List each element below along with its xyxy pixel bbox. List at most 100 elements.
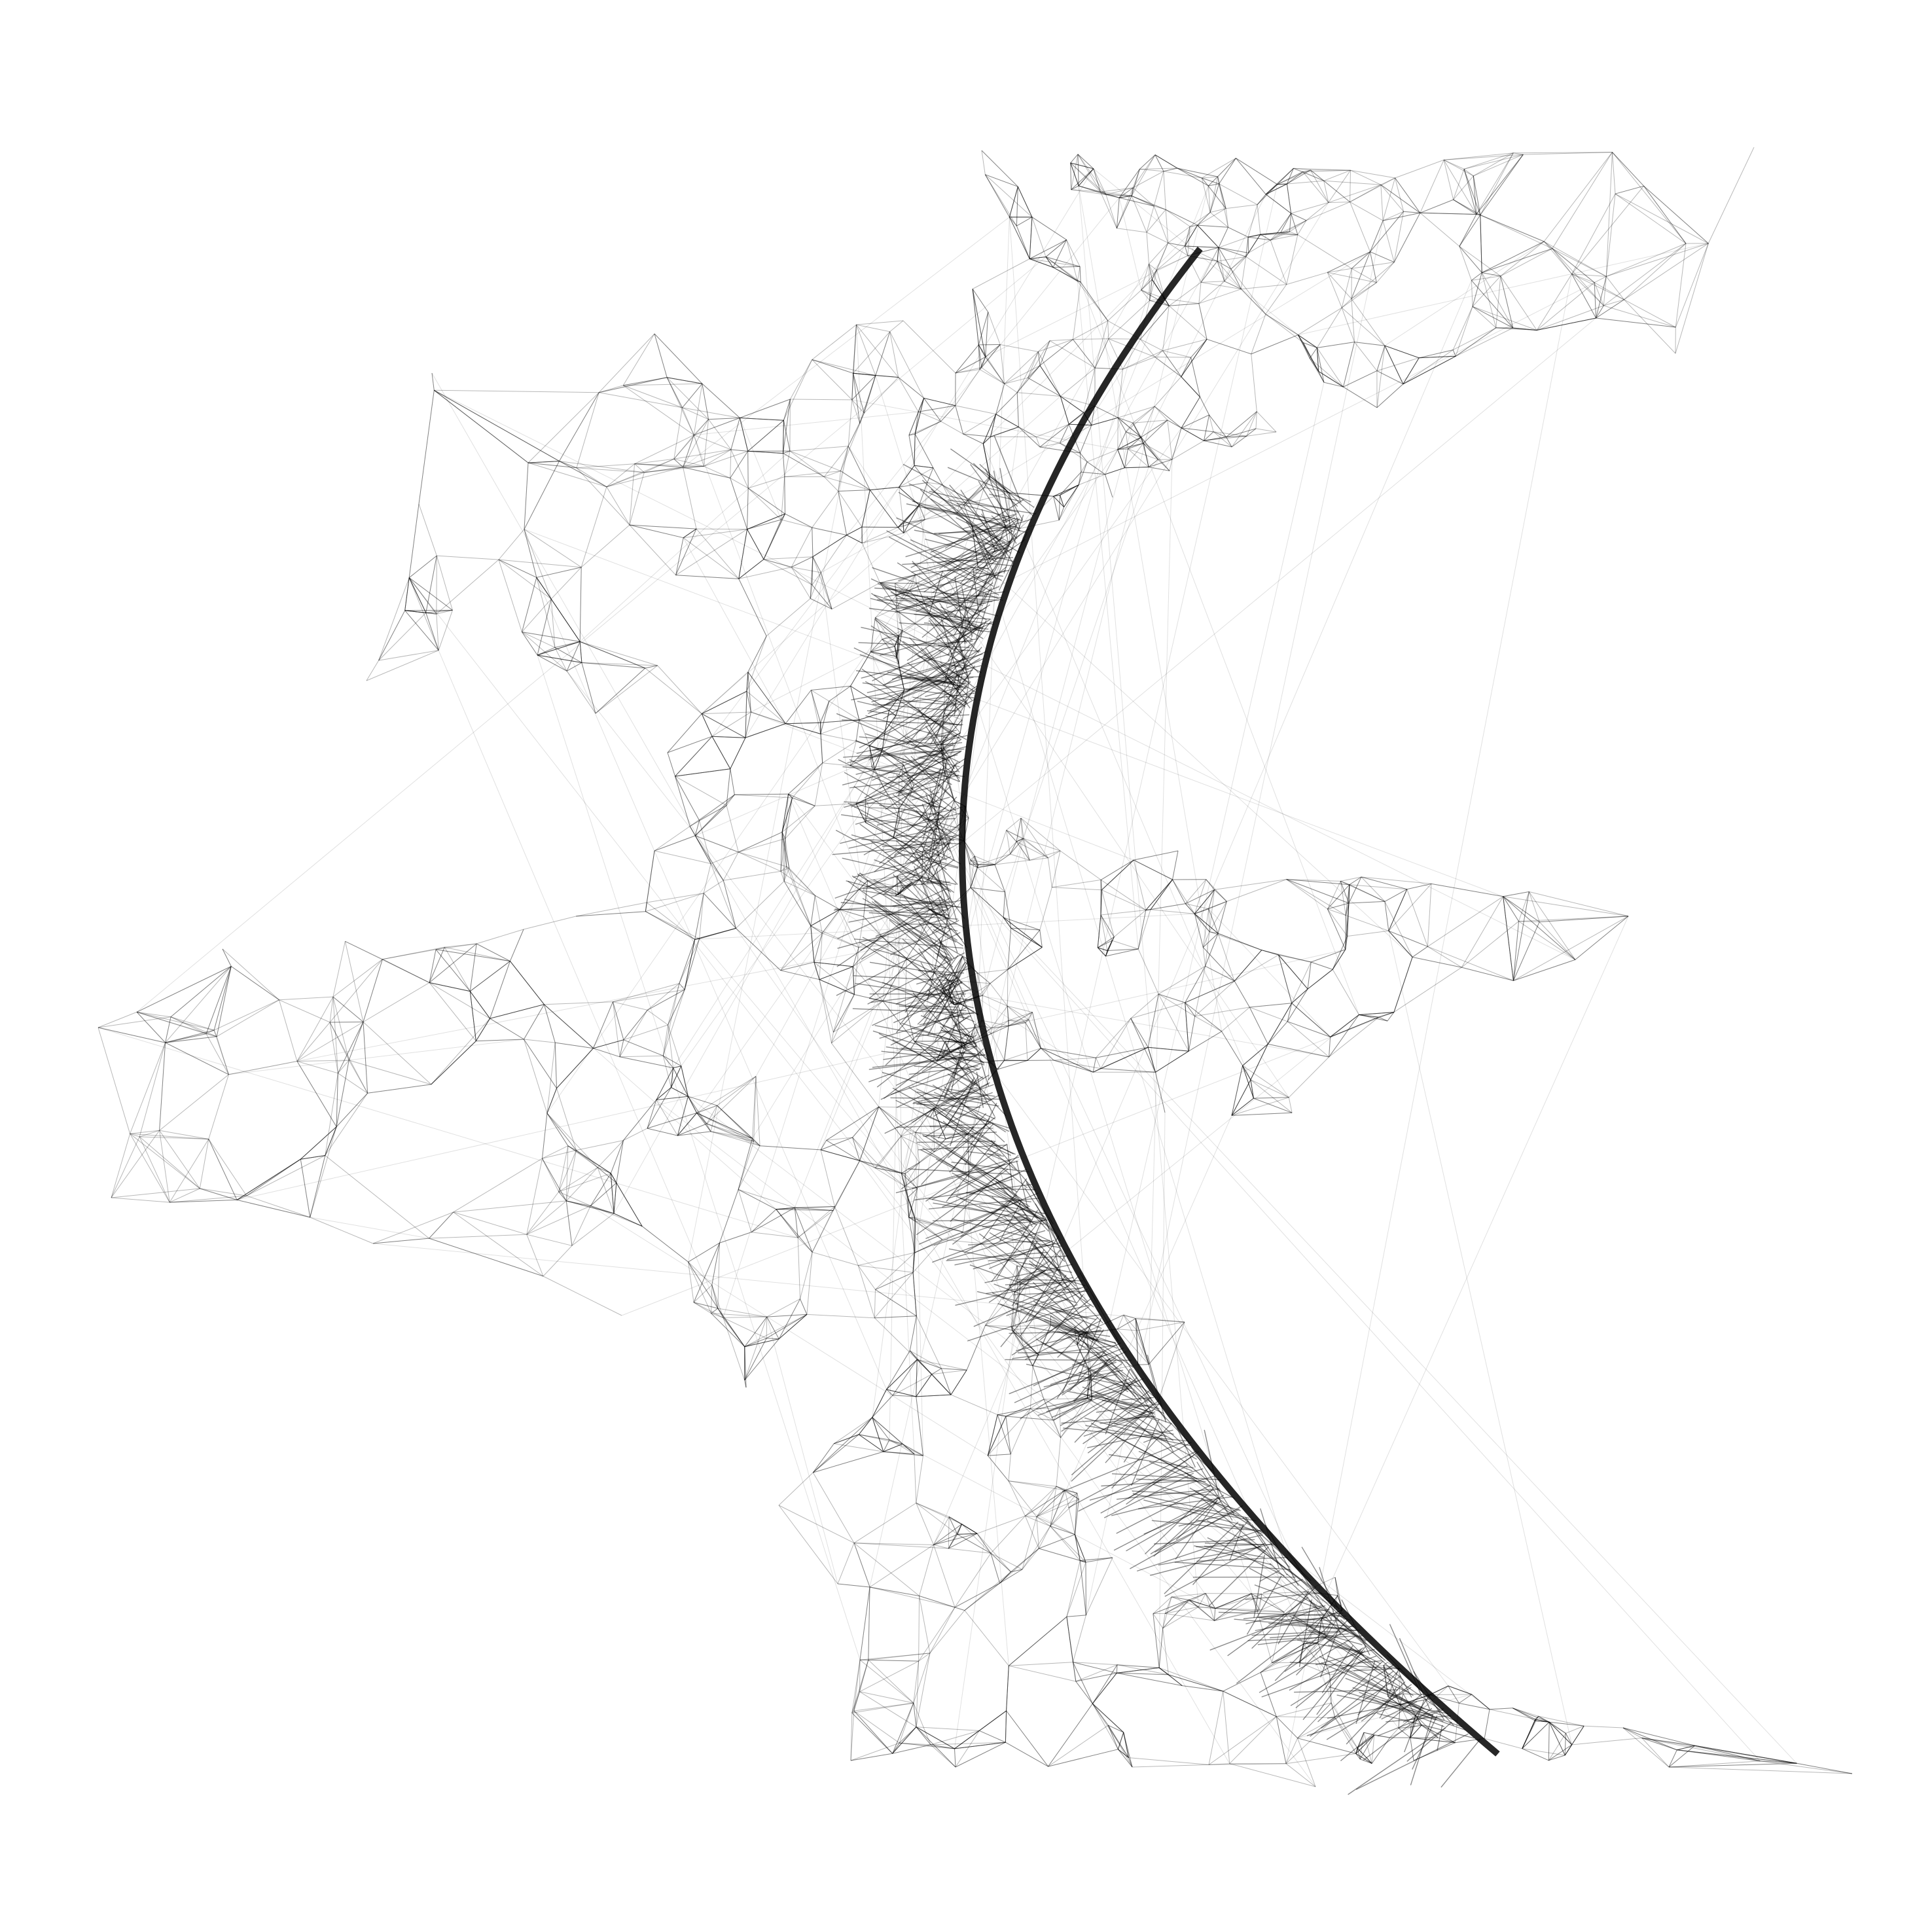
graph-edge (469, 991, 491, 1019)
graph-edge (1087, 1398, 1092, 1400)
graph-edge (431, 1041, 476, 1085)
graph-edge (895, 574, 916, 584)
graph-edge (908, 1217, 916, 1222)
graph-edge (1251, 334, 1298, 355)
graph-edge (433, 389, 529, 463)
graph-edge (550, 598, 581, 642)
graph-edge (1218, 236, 1249, 248)
graph-edge (933, 1516, 950, 1545)
graph-edge (904, 885, 911, 889)
graph-edge (1074, 1327, 1087, 1333)
graph-edge (1453, 169, 1465, 200)
graph-edge (785, 722, 821, 724)
graph-edge (1251, 1593, 1258, 1612)
graph-edge (444, 947, 471, 992)
graph-edge (991, 1033, 1005, 1061)
graph-edge (1298, 1643, 1304, 1663)
graph-edge (820, 733, 857, 742)
graph-edge (693, 384, 703, 435)
graph-edge (933, 467, 943, 485)
graph-edge (1329, 1037, 1331, 1058)
graph-edge (904, 1186, 908, 1198)
graph-edge (746, 671, 749, 692)
graph-edge (963, 433, 984, 444)
graph-edge (1107, 940, 1113, 951)
graph-edge (1350, 177, 1395, 203)
graph-edge (1357, 1732, 1365, 1749)
graph-edge (537, 654, 582, 663)
graph-edge (1327, 908, 1346, 950)
graph-edge (1016, 365, 1041, 393)
graph-edge (791, 556, 814, 567)
graph-edge (1060, 396, 1084, 413)
graph-edge (977, 864, 995, 868)
graph-edge (418, 390, 435, 505)
graph-edge (711, 487, 899, 737)
graph-edge (895, 582, 930, 615)
graph-edge (747, 519, 781, 530)
graph-edge (1218, 227, 1228, 248)
graph-edge (1060, 850, 1101, 880)
graph-edge (904, 1005, 915, 1042)
graph-edge (999, 1569, 1023, 1584)
graph-edge (979, 357, 986, 370)
graph-edge (1185, 245, 1219, 248)
graph-edge (1351, 268, 1377, 283)
graph-edge (781, 794, 789, 832)
graph-edge (576, 1140, 624, 1151)
graph-edge (977, 969, 1008, 974)
graph-edge (1028, 340, 1050, 378)
graph-edge (1403, 1693, 1416, 1716)
graph-edge (883, 1439, 890, 1452)
graph-edge (524, 529, 582, 568)
graph-edge (1376, 346, 1386, 371)
graph-edge (858, 1434, 884, 1452)
graph-edge (1286, 879, 1346, 916)
graph-edge (886, 1359, 918, 1390)
graph-edge (246, 1195, 310, 1218)
graph-edge (213, 999, 279, 1031)
graph-edge (684, 939, 696, 990)
graph-edge (1564, 1744, 1573, 1756)
graph-edge (536, 567, 582, 578)
graph-edge (1564, 1725, 1584, 1756)
graph-edge (874, 617, 883, 639)
graph-edge (1091, 417, 1118, 426)
graph-edge (613, 983, 680, 1003)
graph-edge (747, 451, 749, 488)
graph-edge (1097, 914, 1101, 948)
graph-edge (1261, 950, 1279, 956)
graph-edge (1231, 1097, 1289, 1116)
graph-edge (783, 867, 787, 882)
graph-edge (1603, 305, 1676, 328)
graph-edge (1140, 338, 1163, 351)
graph-edge (228, 1039, 524, 1075)
graph-edge (914, 465, 928, 483)
graph-edge (781, 832, 790, 868)
graph-edge (1092, 1664, 1118, 1704)
graph-edge (1217, 933, 1262, 951)
graph-edge (559, 461, 577, 469)
graph-edge (1694, 1745, 1797, 1764)
graph-edge (1060, 495, 1065, 507)
graph-edge (1107, 1725, 1129, 1758)
graph-edge (1181, 427, 1214, 433)
graph-edge (1340, 881, 1350, 904)
graph-edge (1306, 202, 1329, 221)
graph-edge (1050, 1324, 1087, 1333)
graph-edge (1330, 1016, 1379, 1037)
graph-edge (378, 610, 406, 661)
graph-edge (1185, 226, 1190, 247)
graph-edge (165, 1029, 215, 1043)
graph-edge (1205, 1593, 1216, 1609)
graph-edge (848, 399, 853, 446)
graph-edge (1131, 195, 1166, 210)
graph-edge (916, 1726, 955, 1749)
graph-edge (921, 877, 942, 916)
graph-edge (1105, 194, 1120, 198)
graph-edge (871, 764, 904, 768)
graph-edge (1107, 937, 1115, 951)
graph-edge (837, 1543, 855, 1584)
graph-edge (559, 461, 607, 488)
graph-edge (1571, 1725, 1584, 1745)
